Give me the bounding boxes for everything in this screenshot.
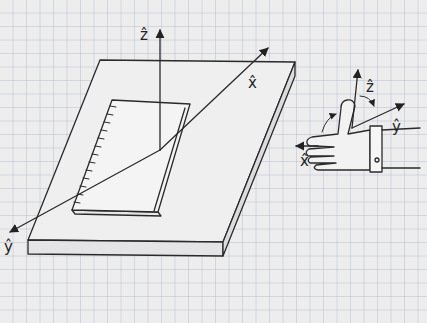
axis-label: ẑ [366, 78, 374, 96]
curl-arrows [322, 96, 374, 132]
axis-label-holder: ẑ [140, 26, 148, 44]
axis-label: ŷ [392, 118, 401, 136]
axis-label-holder: ŷ [392, 118, 401, 136]
axis-label: ŷ [4, 238, 13, 256]
right-hand [306, 100, 420, 172]
slab [28, 60, 295, 256]
axis-label-holder: x̂ [300, 152, 309, 170]
axis-arrows [10, 30, 268, 232]
axis-label: x̂ [300, 152, 309, 170]
axis-label: x̂ [248, 74, 257, 92]
hand-axis-arrows [296, 70, 404, 146]
axis-label: ẑ [140, 26, 148, 44]
axis-label-holder: ẑ [366, 78, 374, 96]
axis-label-holder: x̂ [248, 74, 257, 92]
notebook [72, 100, 190, 216]
axis-label-holder: ŷ [4, 238, 13, 256]
